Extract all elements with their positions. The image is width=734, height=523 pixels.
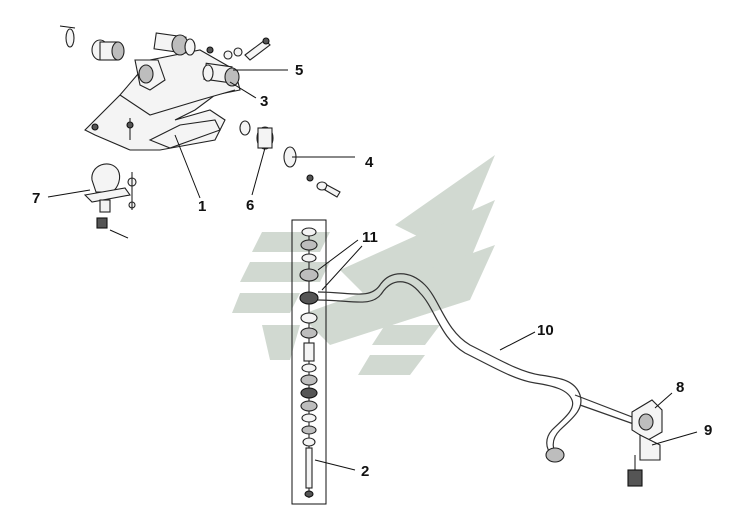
callout-1: 1	[198, 198, 206, 215]
callout-8: 8	[676, 379, 684, 396]
upper-arm-bushing-left	[59, 25, 125, 61]
callout-6: 6	[246, 197, 254, 214]
callout-4: 4	[365, 154, 374, 171]
leader-lines	[47, 69, 698, 471]
callout-2: 2	[361, 463, 369, 480]
callout-7: 7	[32, 190, 40, 207]
watermark-logo	[232, 155, 495, 375]
upper-arm-shaft	[153, 32, 271, 61]
stabilizer-link-assembly	[291, 219, 327, 505]
callout-11: 11	[362, 229, 378, 246]
stabilizer-bracket	[627, 399, 663, 487]
callout-3: 3	[260, 93, 268, 110]
ball-joint	[83, 163, 137, 239]
callout-10: 10	[537, 322, 554, 339]
callout-9: 9	[704, 422, 712, 439]
bushing-part-5-3	[202, 62, 240, 87]
bushing-part-6-4	[239, 120, 341, 198]
upper-control-arm	[84, 49, 241, 151]
callout-5: 5	[295, 62, 303, 79]
